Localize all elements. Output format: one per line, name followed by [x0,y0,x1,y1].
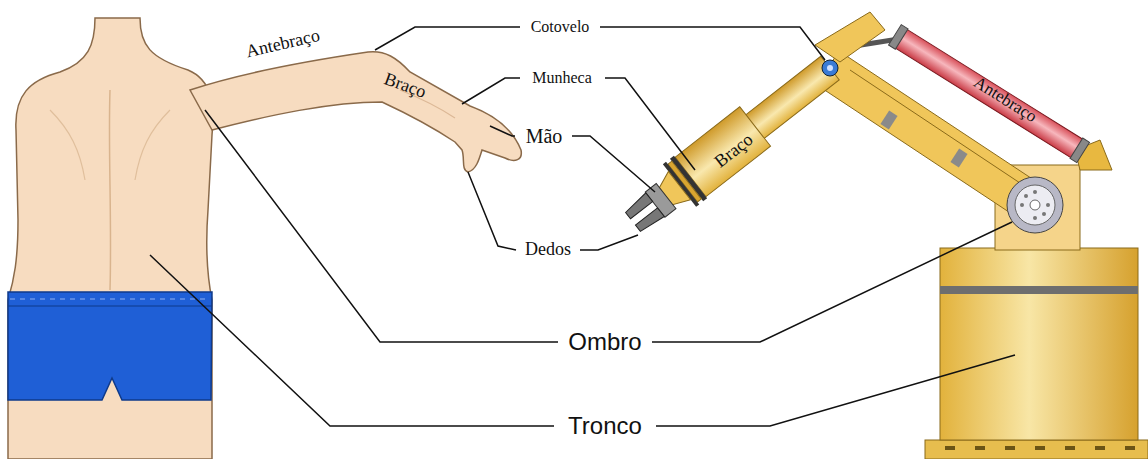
part-label: Munheca [532,69,592,87]
leader-lines [150,27,1015,426]
part-label: Cotovelo [531,18,590,36]
part-label: Ombro [568,329,641,355]
part-label: Mão [526,125,563,147]
part-label: Antebraço [244,26,322,62]
part-label: Dedos [525,240,571,260]
part-label: Tronco [568,413,642,439]
